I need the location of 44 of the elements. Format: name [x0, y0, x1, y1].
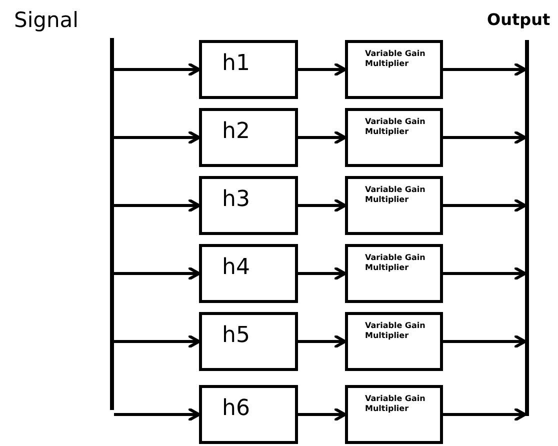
arrow — [114, 335, 200, 348]
multiplier-box — [345, 385, 443, 444]
arrow — [298, 408, 346, 421]
filter-box — [199, 108, 298, 167]
multiplier-box — [345, 40, 443, 99]
filter-label: h6 — [222, 396, 250, 422]
arrow — [298, 335, 346, 348]
arrow — [443, 267, 526, 280]
filter-label: h1 — [222, 51, 250, 77]
arrow — [443, 63, 526, 76]
arrow — [114, 199, 200, 212]
arrow — [443, 199, 526, 212]
filter-box — [199, 40, 298, 99]
arrow — [114, 63, 200, 76]
multiplier-box — [345, 108, 443, 167]
arrow — [114, 408, 200, 421]
filter-box — [199, 312, 298, 371]
arrow — [114, 267, 200, 280]
multiplier-label: Variable Gain Multiplier — [365, 394, 426, 414]
arrow — [298, 267, 346, 280]
multiplier-label: Variable Gain Multiplier — [365, 253, 426, 273]
multiplier-label: Variable Gain Multiplier — [365, 49, 426, 69]
filter-label: h4 — [222, 255, 250, 281]
output-label: Output — [487, 10, 550, 29]
arrow — [443, 335, 526, 348]
arrow — [298, 131, 346, 144]
arrow — [298, 199, 346, 212]
filter-label: h5 — [222, 323, 250, 349]
arrow — [443, 131, 526, 144]
filter-label: h2 — [222, 119, 250, 145]
arrow — [298, 63, 346, 76]
multiplier-box — [345, 176, 443, 235]
multiplier-label: Variable Gain Multiplier — [365, 321, 426, 341]
multiplier-label: Variable Gain Multiplier — [365, 117, 426, 137]
filter-box — [199, 176, 298, 235]
filter-box — [199, 244, 298, 303]
multiplier-box — [345, 244, 443, 303]
multiplier-label: Variable Gain Multiplier — [365, 185, 426, 205]
filter-label: h3 — [222, 187, 250, 213]
multiplier-box — [345, 312, 443, 371]
arrow — [443, 408, 526, 421]
input-label: Signal — [14, 8, 79, 32]
filter-box — [199, 385, 298, 444]
arrow — [114, 131, 200, 144]
